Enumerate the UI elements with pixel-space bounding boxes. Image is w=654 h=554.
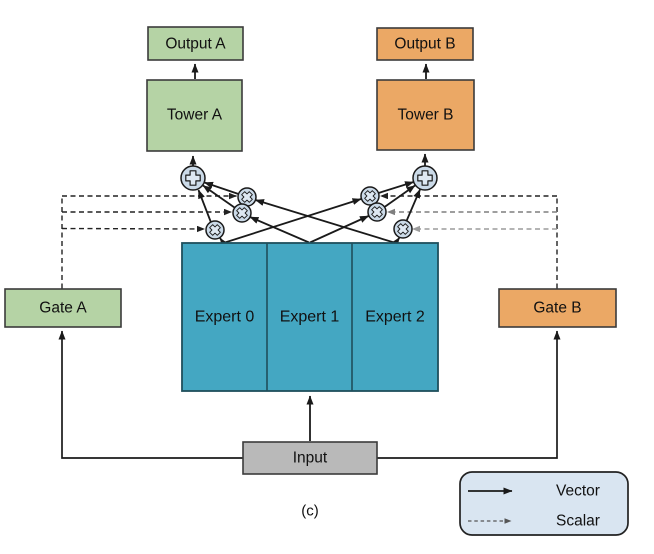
- multiply-node-b2: [393, 219, 413, 239]
- legend-box: [459, 471, 629, 536]
- expert-0-label: Expert 0: [195, 309, 255, 326]
- edge-expert1-to-mult-b1: [309, 215, 369, 244]
- edge-mult-b1-to-sum-b: [383, 184, 416, 208]
- edge-mult-a0-to-sum-a: [197, 189, 212, 223]
- experts-box: [181, 242, 439, 392]
- edge-expert0-to-mult-a0: [219, 237, 228, 248]
- edge-expert2-to-mult-b2: [391, 236, 401, 247]
- edge-mult-a1-to-sum-a: [202, 184, 236, 209]
- output-b-box: [376, 27, 474, 61]
- expert-2-label: Expert 2: [365, 309, 425, 326]
- multiply-node-b0: [360, 186, 380, 206]
- edge-expert1-to-mult-a1: [249, 216, 310, 244]
- output-b-label: Output B: [394, 36, 455, 53]
- sum-node-a: [180, 165, 206, 191]
- gate-b-box: [498, 288, 617, 328]
- plus-glyph: [417, 170, 433, 186]
- edge-expert0-to-mult-b0: [224, 198, 362, 244]
- legend-scalar-label: Scalar: [556, 513, 600, 530]
- legend-vector-label: Vector: [556, 483, 600, 500]
- tower-a-label: Tower A: [167, 107, 223, 124]
- edge-input-to-gate-a: [58, 330, 243, 459]
- input-label: Input: [293, 450, 328, 467]
- tower-b-box: [376, 79, 475, 151]
- times-glyph: [236, 207, 248, 219]
- multiply-node-a2: [237, 187, 257, 207]
- tower-b-label: Tower B: [398, 107, 454, 124]
- times-glyph: [397, 223, 409, 235]
- gate-a-box: [4, 288, 122, 328]
- edge-mult-a2-to-sum-a: [204, 181, 239, 195]
- edge-mult-b2-to-sum-b: [405, 189, 421, 222]
- plus-glyph: [185, 170, 201, 186]
- tower-a-box: [146, 79, 243, 152]
- gate-b-label: Gate B: [533, 300, 581, 317]
- output-a-label: Output A: [165, 36, 226, 53]
- gate-a-label: Gate A: [39, 300, 87, 317]
- output-a-box: [147, 26, 244, 61]
- times-glyph: [209, 224, 221, 236]
- edge-mult-b0-to-sum-b: [378, 181, 414, 194]
- times-glyph: [364, 190, 376, 202]
- figure-caption: (c): [301, 503, 319, 520]
- sum-node-b: [412, 165, 438, 191]
- input-box: [242, 441, 378, 475]
- multiply-node-a1: [232, 203, 252, 223]
- times-glyph: [371, 206, 383, 218]
- expert-1-label: Expert 1: [280, 309, 340, 326]
- times-glyph: [241, 191, 253, 203]
- legend: Vector Scalar: [459, 471, 629, 536]
- edge-expert2-to-mult-a2: [255, 199, 395, 244]
- multiply-node-b1: [367, 202, 387, 222]
- gate-a-weight-expert0: [61, 225, 205, 233]
- multiply-node-a0: [205, 220, 225, 240]
- edge-input-to-gate-b: [377, 330, 561, 459]
